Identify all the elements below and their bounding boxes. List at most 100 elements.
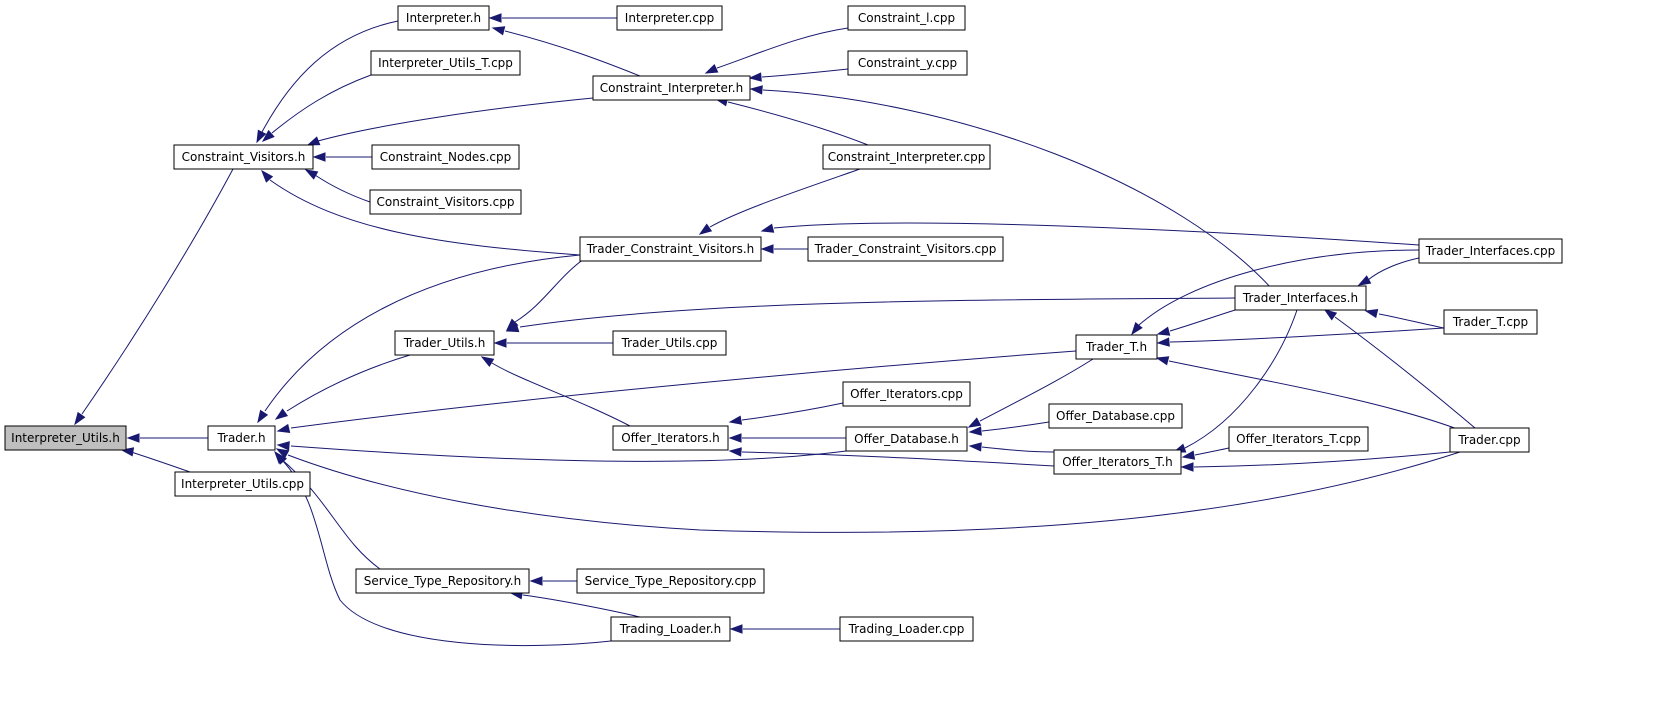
node-label: Trader.cpp [1457, 433, 1520, 447]
edge-trader_utils_h-to-trader_h [274, 354, 411, 420]
edge-constraint_l_cpp-to-constraint_interpreter_h [704, 27, 849, 74]
node-label: Trader_Interfaces.cpp [1425, 244, 1555, 258]
edge-interpreter_utils_cpp-to-interpreter_utils_h [120, 447, 191, 473]
node-constraint-nodes-cpp[interactable]: Constraint_Nodes.cpp [371, 144, 520, 170]
node-offer-iterators-cpp[interactable]: Offer_Iterators.cpp [842, 381, 971, 407]
node-service-type-repository-h[interactable]: Service_Type_Repository.h [355, 568, 530, 594]
node-trader-t-h[interactable]: Trader_T.h [1075, 334, 1158, 360]
node-label: Trader_T.cpp [1452, 315, 1528, 329]
node-trading-loader-cpp[interactable]: Trading_Loader.cpp [839, 616, 974, 642]
edge-trader_interfaces_h-to-trader_t_h [1156, 309, 1236, 336]
edge-trader_h-to-interpreter_utils_h [126, 433, 208, 443]
node-interpreter-h[interactable]: Interpreter.h [397, 5, 490, 31]
edge-constraint_nodes_cpp-to-constraint_visitors_h [312, 152, 372, 162]
node-offer-database-h[interactable]: Offer_Database.h [845, 426, 968, 452]
node-label: Trader_Constraint_Visitors.cpp [814, 242, 997, 256]
node-interpreter-utils-t-cpp[interactable]: Interpreter_Utils_T.cpp [370, 50, 521, 76]
edge-interpreter_utils_t_cpp-to-constraint_visitors_h [261, 74, 372, 142]
edge-constraint_interpreter_cpp-to-trader_constraint_visitors_h [698, 168, 861, 235]
edge-trading_loader_h-to-service_type_repository_h [509, 590, 641, 618]
edges-layer [74, 13, 1476, 647]
edge-trader_interfaces_h-to-constraint_interpreter_h [749, 85, 1281, 299]
edge-trader_constraint_visitors_h-to-trader_h [257, 254, 581, 424]
node-label: Service_Type_Repository.cpp [585, 574, 757, 588]
edge-trader_constraint_visitors_cpp-to-trader_constraint_visitors_h [760, 244, 808, 254]
node-trader-interfaces-cpp[interactable]: Trader_Interfaces.cpp [1418, 238, 1563, 264]
edge-constraint_interpreter_cpp-to-constraint_interpreter_h [714, 97, 869, 146]
node-label: Offer_Iterators_T.h [1062, 455, 1173, 469]
edge-trader_t_h-to-offer_database_h [967, 358, 1094, 428]
edge-offer_iterators_cpp-to-offer_iterators_h [728, 402, 844, 425]
node-offer-iterators-h[interactable]: Offer_Iterators.h [612, 425, 729, 451]
edge-trader_t_cpp-to-trader_t_h [1156, 327, 1445, 347]
edge-trader_interfaces_cpp-to-trader_interfaces_h [1357, 257, 1420, 286]
node-trader-h[interactable]: Trader.h [207, 425, 276, 451]
edge-trader_cpp-to-trader_t_h [1155, 356, 1461, 431]
node-label: Interpreter.h [406, 11, 481, 25]
edge-trader_utils_cpp-to-trader_utils_h [493, 338, 613, 348]
node-label: Trader.h [216, 431, 265, 445]
node-trader-cpp[interactable]: Trader.cpp [1449, 427, 1530, 453]
node-service-type-repository-cpp[interactable]: Service_Type_Repository.cpp [576, 568, 765, 594]
edge-trader_cpp-to-trader_interfaces_h [1323, 309, 1476, 429]
edge-offer_database_h-to-offer_iterators_h [728, 433, 846, 443]
node-label: Constraint_Interpreter.cpp [828, 150, 986, 164]
node-constraint-visitors-cpp[interactable]: Constraint_Visitors.cpp [369, 189, 522, 215]
edge-trader_t_cpp-to-trader_interfaces_h [1364, 308, 1445, 329]
node-label: Trader_Utils.cpp [621, 336, 718, 350]
edge-trading_loader_h-to-trader_h [275, 451, 612, 647]
node-label: Trader_Interfaces.h [1242, 291, 1358, 305]
node-trader-t-cpp[interactable]: Trader_T.cpp [1443, 309, 1538, 335]
edge-constraint_y_cpp-to-constraint_interpreter_h [748, 68, 849, 82]
node-constraint-y-cpp[interactable]: Constraint_y.cpp [847, 50, 968, 76]
edge-interpreter_h-to-constraint_visitors_h [256, 20, 399, 144]
node-constraint-l-cpp[interactable]: Constraint_l.cpp [847, 5, 966, 31]
node-label: Offer_Iterators.h [621, 431, 720, 445]
node-trader-constraint-visitors-h[interactable]: Trader_Constraint_Visitors.h [579, 236, 762, 262]
edge-interpreter_cpp-to-interpreter_h [488, 13, 617, 23]
node-label: Service_Type_Repository.h [364, 574, 521, 588]
edge-offer_database_h-to-trader_h [276, 441, 847, 462]
node-trader-constraint-visitors-cpp[interactable]: Trader_Constraint_Visitors.cpp [807, 236, 1004, 262]
node-offer-database-cpp[interactable]: Offer_Database.cpp [1048, 403, 1183, 429]
edge-trader_constraint_visitors_h-to-constraint_visitors_h [261, 169, 581, 256]
node-interpreter-utils-cpp[interactable]: Interpreter_Utils.cpp [174, 471, 311, 497]
edge-constraint_visitors_cpp-to-constraint_visitors_h [304, 169, 371, 203]
node-label: Constraint_Visitors.cpp [377, 195, 515, 209]
node-label: Trading_Loader.h [619, 622, 721, 636]
node-trader-interfaces-h[interactable]: Trader_Interfaces.h [1234, 285, 1367, 311]
node-label: Trader_T.h [1085, 340, 1147, 354]
node-constraint-interpreter-cpp[interactable]: Constraint_Interpreter.cpp [822, 144, 991, 170]
node-constraint-visitors-h[interactable]: Constraint_Visitors.h [173, 144, 314, 170]
node-interpreter-utils-h: Interpreter_Utils.h [4, 425, 127, 451]
edge-trader_interfaces_h-to-trader_utils_h [505, 297, 1236, 333]
node-offer-iterators-t-h[interactable]: Offer_Iterators_T.h [1053, 449, 1182, 475]
node-constraint-interpreter-h[interactable]: Constraint_Interpreter.h [592, 75, 751, 101]
node-label: Interpreter_Utils.cpp [181, 477, 304, 491]
edge-constraint_visitors_h-to-interpreter_utils_h [74, 168, 234, 426]
node-label: Constraint_Visitors.h [182, 150, 306, 164]
edge-offer_database_cpp-to-offer_database_h [968, 421, 1050, 436]
edge-offer_iterators_t_h-to-offer_database_h [968, 442, 1055, 453]
node-offer-iterators-t-cpp[interactable]: Offer_Iterators_T.cpp [1228, 426, 1369, 452]
edge-offer_iterators_t_cpp-to-offer_iterators_t_h [1181, 447, 1230, 460]
node-label: Constraint_Interpreter.h [600, 81, 743, 95]
node-trading-loader-h[interactable]: Trading_Loader.h [610, 616, 731, 642]
edge-offer_iterators_t_h-to-offer_iterators_h [728, 447, 1055, 467]
node-label: Constraint_Nodes.cpp [380, 150, 511, 164]
node-label: Constraint_l.cpp [858, 11, 955, 25]
edge-trader_t_h-to-trader_h [276, 350, 1077, 434]
node-label: Constraint_y.cpp [858, 56, 957, 70]
edge-trader_cpp-to-trader_h [275, 448, 1461, 533]
node-interpreter-cpp[interactable]: Interpreter.cpp [616, 5, 723, 31]
node-label: Offer_Database.h [854, 432, 959, 446]
node-label: Offer_Iterators.cpp [850, 387, 963, 401]
node-trader-utils-cpp[interactable]: Trader_Utils.cpp [612, 330, 727, 356]
node-label: Trader_Utils.h [403, 336, 486, 350]
edge-service_type_repository_h-to-trader_h [274, 450, 381, 570]
node-trader-utils-h[interactable]: Trader_Utils.h [394, 330, 495, 356]
edge-trading_loader_cpp-to-trading_loader_h [729, 624, 840, 634]
edge-offer_iterators_h-to-trader_utils_h [480, 356, 631, 427]
